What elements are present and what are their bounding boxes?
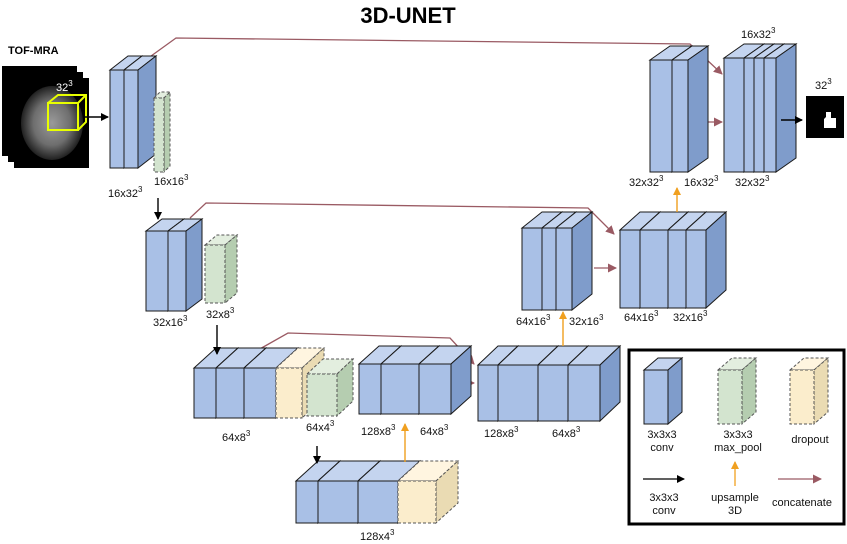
label-up2-a: 64x163 (516, 313, 551, 328)
diagram-title: 3D-UNET (360, 3, 456, 28)
bottom-dropout (396, 459, 460, 525)
crop-label: 323 (56, 79, 73, 94)
legend-concat-arrow-label: concatenate (772, 497, 832, 509)
enc2-pool (203, 233, 239, 305)
label-dec1-top: 16x323 (741, 26, 776, 41)
label-l2-conv: 32x163 (153, 314, 188, 329)
label-bottom: 128x43 (360, 528, 395, 543)
label-l3-conv: 64x83 (222, 429, 251, 444)
enc1-conv-b (122, 54, 158, 170)
label-dec2-b: 32x163 (673, 309, 708, 324)
label-dec2-a: 64x163 (624, 309, 659, 324)
crop-cube-icon (47, 94, 87, 131)
label-up3-b: 64x83 (420, 423, 449, 438)
input-image-stack: TOF-MRA 323 (2, 45, 89, 168)
label-dec3-b: 64x83 (552, 425, 581, 440)
enc2-conv-b (166, 218, 204, 312)
label-dec3-a: 128x83 (484, 425, 519, 440)
label-up2-b: 32x163 (569, 313, 604, 328)
up1-b (670, 45, 710, 173)
legend-dropout-block-label: dropout (791, 434, 828, 446)
dec3-d (566, 344, 622, 423)
enc3-pool (305, 357, 355, 418)
skip-concat-2 (189, 202, 615, 235)
concatenate-arrows (139, 37, 723, 388)
label-l1-conv: 16x323 (108, 185, 143, 200)
label-l1-pool: 16x163 (154, 173, 189, 188)
skip-concat-1 (139, 37, 723, 75)
block-labels: 16x323 16x163 32x163 32x83 64x83 64x43 128x43 1… (108, 26, 776, 543)
output-label: 323 (815, 77, 832, 92)
legend-conv-block-icon (642, 356, 684, 426)
legend-pool-block-icon (716, 356, 758, 426)
label-up3-a: 128x83 (361, 423, 396, 438)
flow-arrows (84, 113, 803, 464)
label-l2-pool: 32x83 (206, 306, 235, 321)
dec2-d (684, 210, 728, 310)
label-l3-pool: 64x43 (306, 419, 335, 434)
feature-blocks (108, 43, 798, 525)
input-label: TOF-MRA (8, 45, 59, 57)
legend-dropout-block-icon (788, 356, 830, 426)
output-segmentation: 323 (806, 77, 844, 138)
up2-c (554, 210, 594, 312)
label-up1-a: 32x323 (629, 174, 664, 189)
up3-c (417, 344, 473, 416)
enc1-pool (152, 90, 172, 174)
dec1-d (762, 43, 798, 173)
label-up1-b: 16x323 (684, 174, 719, 189)
label-dec1-bot: 32x323 (735, 174, 770, 189)
